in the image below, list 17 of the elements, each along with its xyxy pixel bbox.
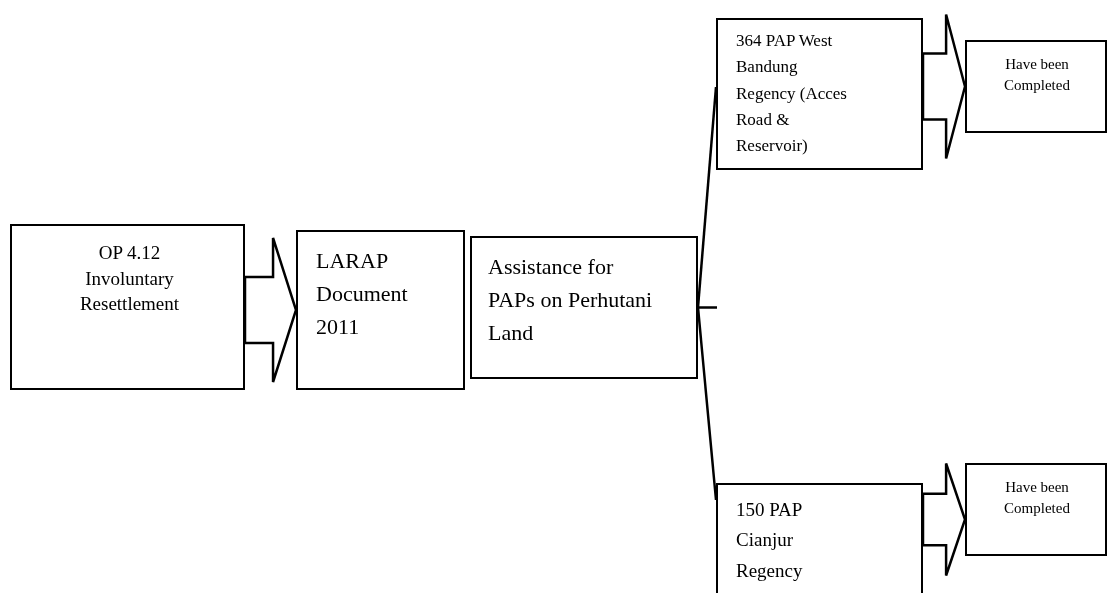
- process-box: [10, 224, 245, 390]
- process-box: [965, 463, 1107, 556]
- box-label: LARAP Document 2011: [316, 247, 409, 341]
- process-box: [965, 40, 1107, 133]
- box-label: OP 4.12 Involuntary Resettlement: [78, 241, 181, 317]
- process-box: [716, 483, 923, 593]
- process-box: [470, 236, 698, 379]
- box-label: 364 PAP West Bandung Regency (Acces Road & Reservoir): [736, 30, 848, 158]
- box-label: 150 PAP Cianjur Regency: [736, 498, 804, 583]
- block-arrow: [921, 462, 967, 577]
- process-box: [296, 230, 465, 390]
- box-label: Assistance for PAPs on Perhutani Land: [488, 253, 654, 347]
- block-arrow: [921, 13, 967, 160]
- box-label: Have been Completed: [1003, 478, 1071, 518]
- box-label: Have been Completed: [1003, 55, 1071, 95]
- process-box: [716, 18, 923, 170]
- block-arrow: [243, 236, 298, 384]
